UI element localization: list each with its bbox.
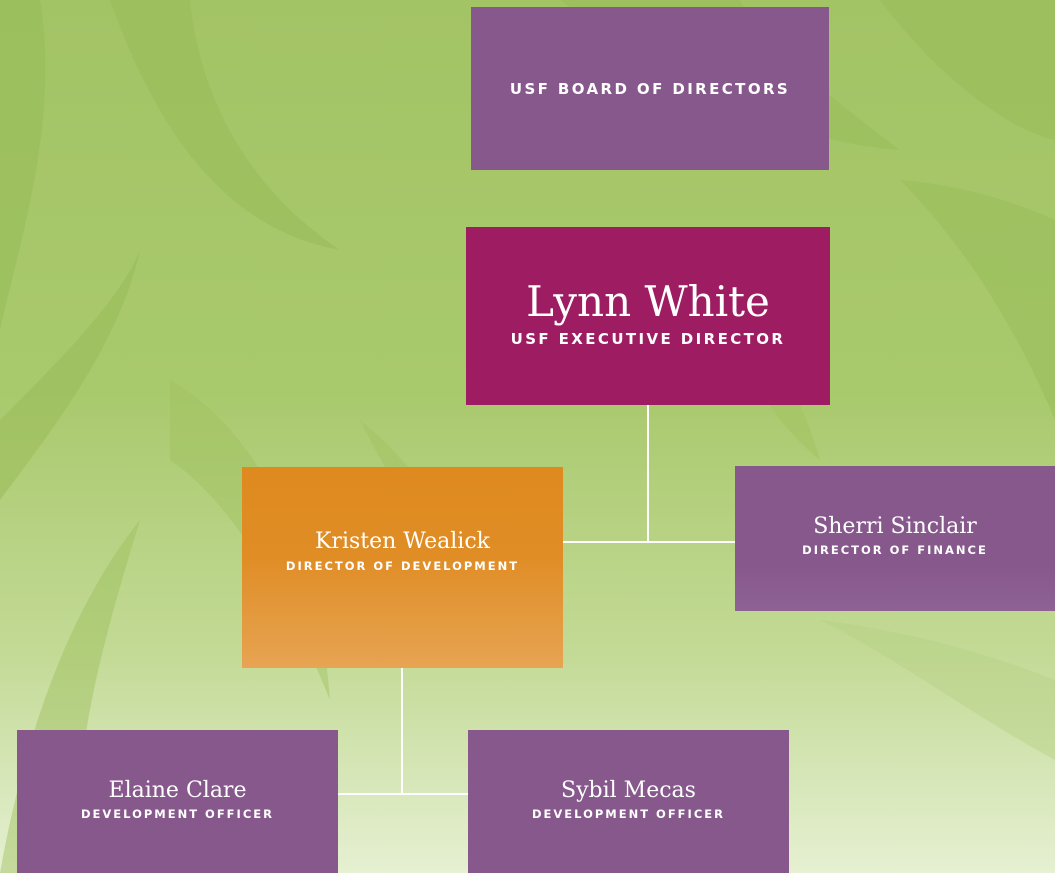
director-of-finance-role: DIRECTOR OF FINANCE (802, 543, 988, 558)
development-officer-box: Elaine Clare DEVELOPMENT OFFICER (17, 730, 338, 873)
director-of-development-role: DIRECTOR OF DEVELOPMENT (285, 559, 520, 574)
development-officer-name: Sybil Mecas (561, 778, 696, 803)
director-of-development-name: Kristen Wealick (315, 529, 490, 554)
development-officer-name: Elaine Clare (108, 778, 247, 803)
development-officer-box: Sybil Mecas DEVELOPMENT OFFICER (468, 730, 789, 873)
director-of-finance-box: Sherri Sinclair DIRECTOR OF FINANCE (735, 466, 1055, 611)
board-of-directors-box: USF BOARD OF DIRECTORS (471, 7, 829, 170)
development-officer-role: DEVELOPMENT OFFICER (81, 807, 274, 822)
director-of-finance-name: Sherri Sinclair (813, 514, 977, 539)
executive-director-box: Lynn White USF EXECUTIVE DIRECTOR (466, 227, 830, 405)
development-officer-role: DEVELOPMENT OFFICER (532, 807, 725, 822)
board-role: USF BOARD OF DIRECTORS (509, 79, 791, 98)
director-of-development-box: Kristen Wealick DIRECTOR OF DEVELOPMENT (242, 467, 563, 668)
executive-director-name: Lynn White (526, 276, 770, 326)
executive-director-role: USF EXECUTIVE DIRECTOR (510, 330, 786, 349)
